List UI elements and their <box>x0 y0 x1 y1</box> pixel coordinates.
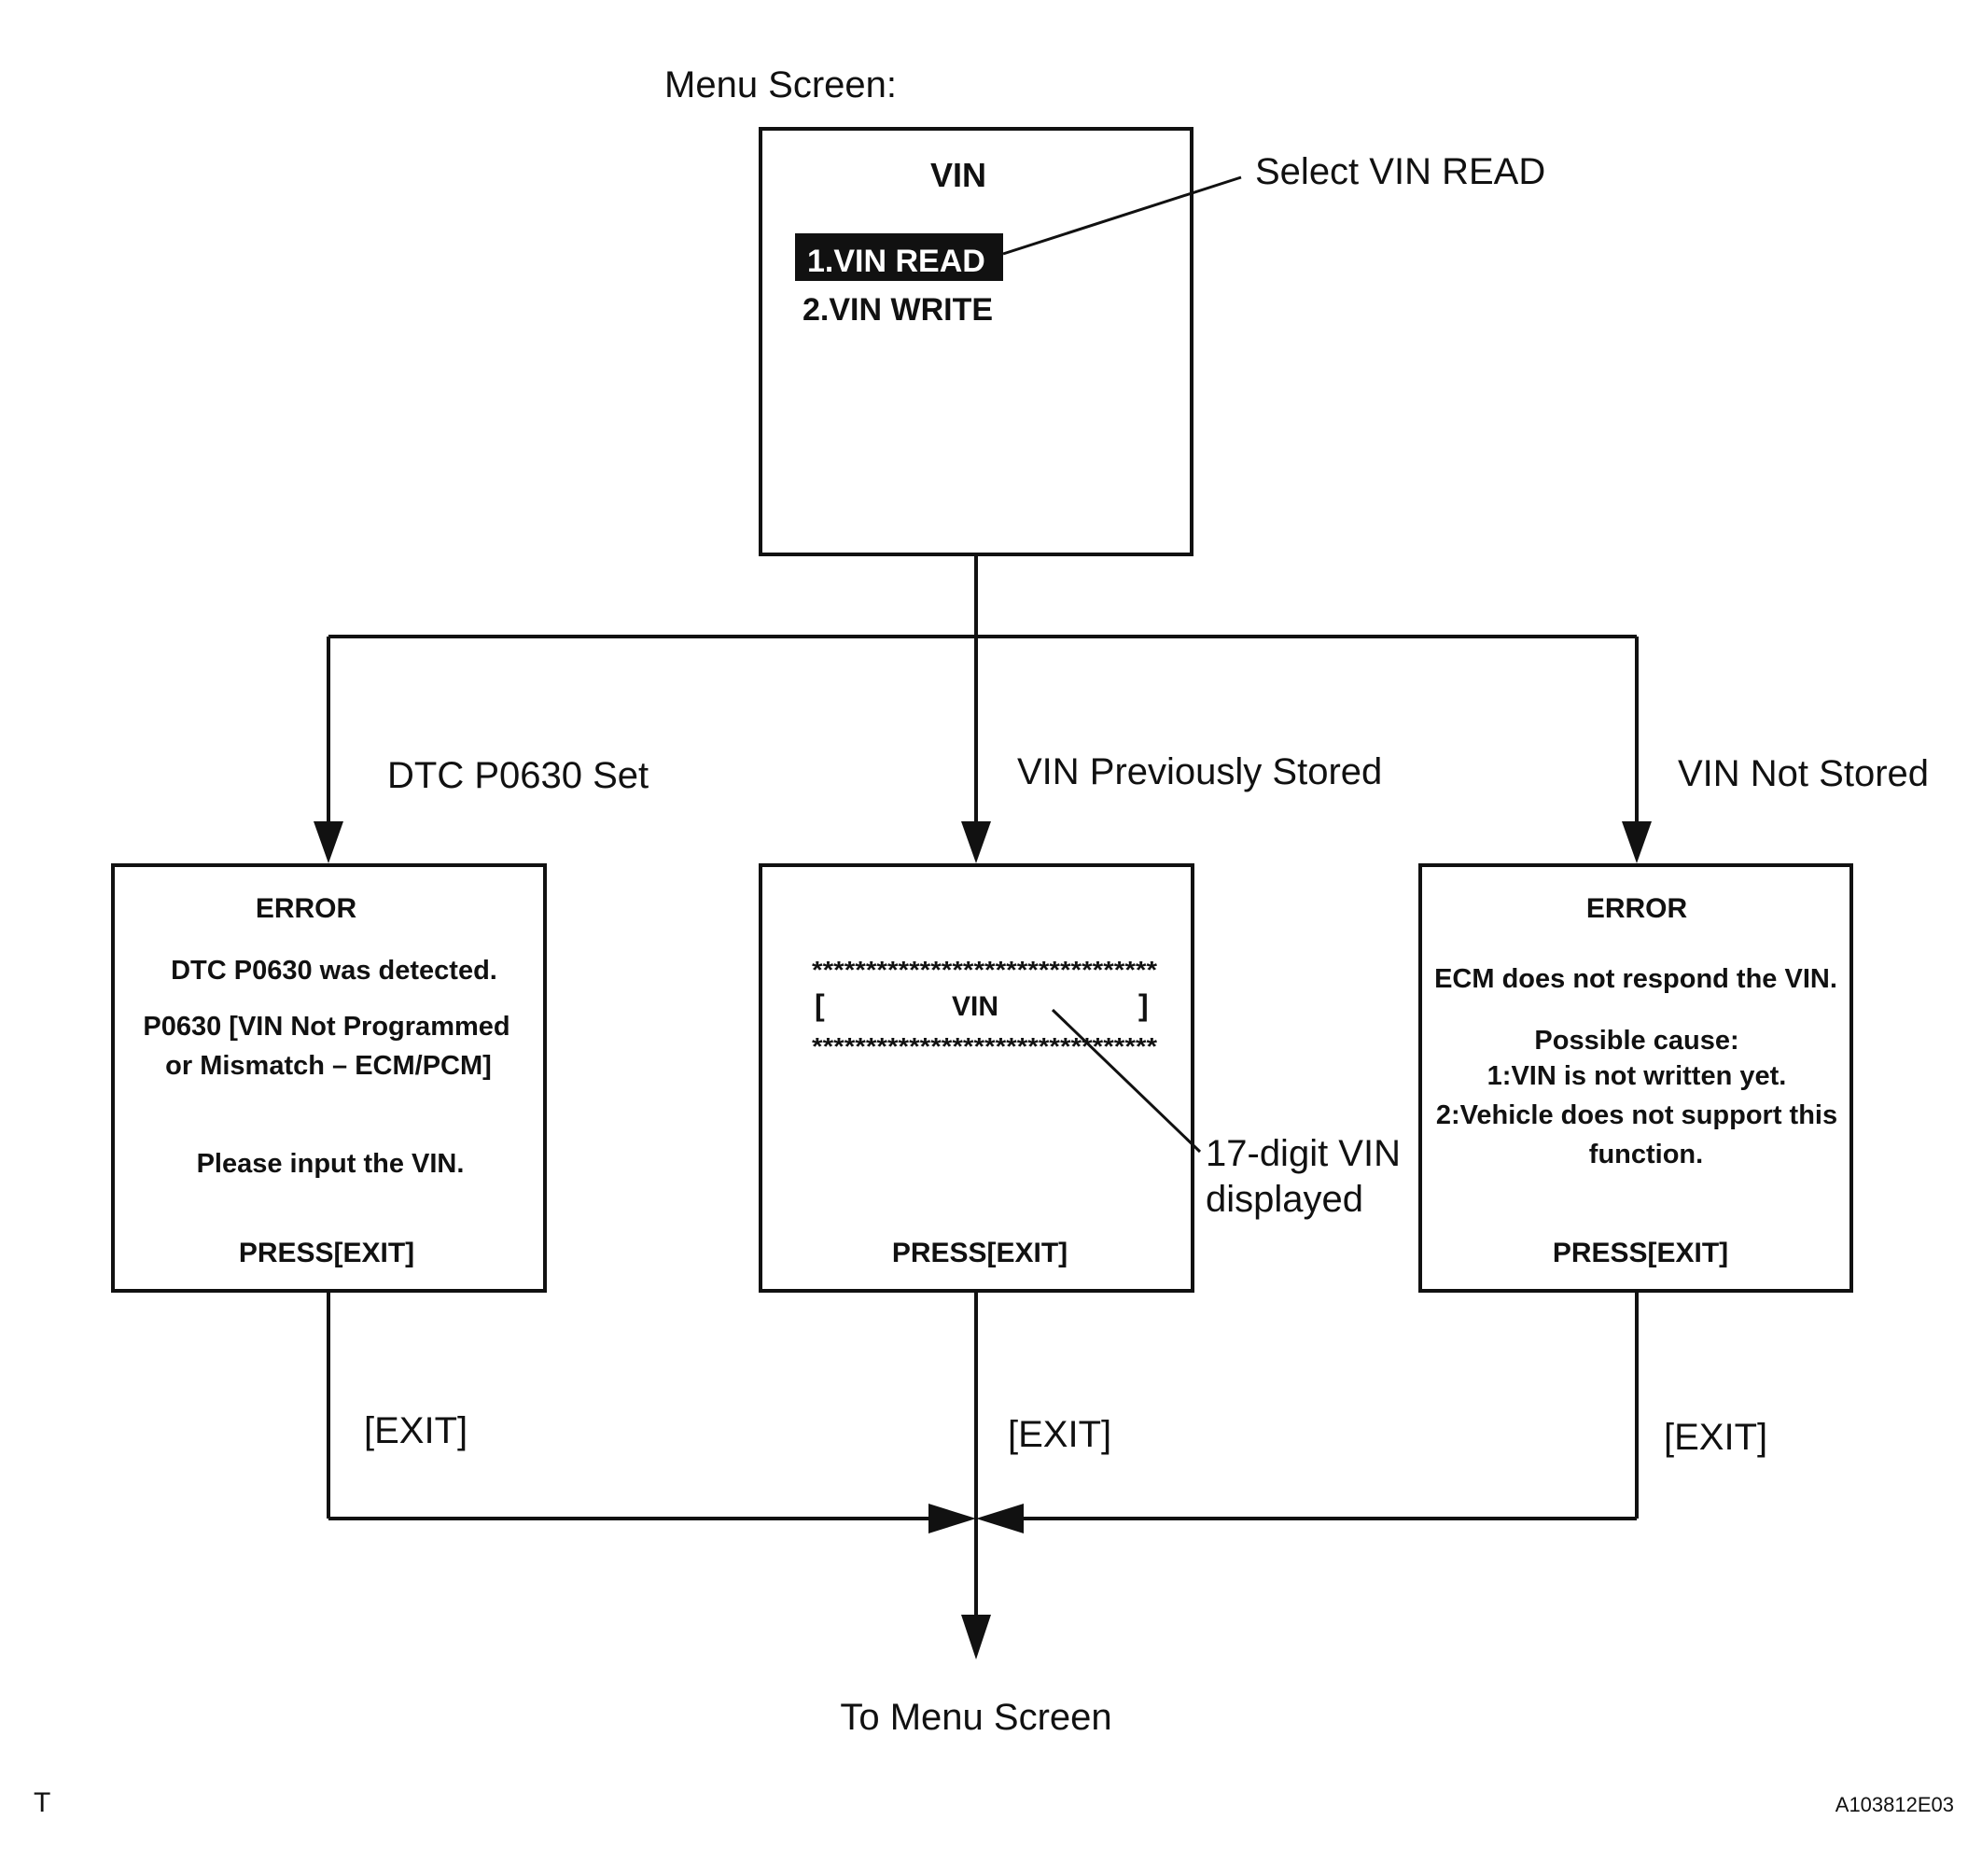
figure-code: A103812E03 <box>1835 1793 1954 1816</box>
left-error-line3: or Mismatch – ECM/PCM] <box>165 1051 492 1081</box>
left-error-screen <box>111 863 547 1293</box>
corner-mark: T <box>34 1787 50 1818</box>
menu-item-highlight <box>795 233 1003 281</box>
right-press-exit[interactable]: PRESS[EXIT] <box>1553 1238 1728 1268</box>
vin-star-row-bottom: ******************************** <box>812 1032 1158 1060</box>
arrow-to-middle-screen <box>961 821 991 863</box>
right-error-line3: 1:VIN is not written yet. <box>1487 1061 1787 1091</box>
menu-item-vin-read[interactable]: 1.VIN READ <box>807 244 985 279</box>
vin-callout-line <box>1051 1008 1202 1154</box>
left-error-line2: P0630 [VIN Not Programmed <box>143 1012 509 1042</box>
exit-label-right: [EXIT] <box>1664 1417 1767 1458</box>
vin-callout-line1: 17-digit VIN <box>1206 1133 1401 1174</box>
branch-label-middle: VIN Previously Stored <box>1017 751 1382 792</box>
arrow-return-right <box>976 1504 1024 1533</box>
menu-item-vin-write[interactable]: 2.VIN WRITE <box>803 292 993 328</box>
to-menu-screen-label: To Menu Screen <box>840 1697 1111 1738</box>
arrow-return-left <box>928 1504 976 1533</box>
right-error-title: ERROR <box>1586 893 1688 924</box>
select-callout-label: Select VIN READ <box>1255 151 1545 192</box>
right-error-line1: ECM does not respond the VIN. <box>1434 964 1837 994</box>
right-error-line2: Possible cause: <box>1534 1026 1738 1056</box>
arrow-to-right-screen <box>1622 821 1652 863</box>
vin-bracket-close: ] <box>1138 988 1149 1022</box>
vin-callout-line2: displayed <box>1206 1179 1363 1220</box>
right-error-line4: 2:Vehicle does not support this <box>1436 1100 1837 1130</box>
left-error-title: ERROR <box>256 893 357 924</box>
exit-label-left: [EXIT] <box>364 1410 468 1451</box>
vin-value: VIN <box>952 991 998 1022</box>
branch-label-left: DTC P0630 Set <box>387 755 649 796</box>
right-error-line5: function. <box>1589 1140 1703 1169</box>
vin-star-row-top: ******************************** <box>812 956 1158 984</box>
select-callout-line <box>1002 175 1242 256</box>
left-error-line1: DTC P0630 was detected. <box>171 956 497 986</box>
arrow-to-menu-screen <box>961 1615 991 1659</box>
menu-screen-title: VIN <box>930 156 986 194</box>
middle-press-exit[interactable]: PRESS[EXIT] <box>892 1238 1068 1268</box>
vin-bracket-open: [ <box>815 988 825 1022</box>
branch-label-right: VIN Not Stored <box>1678 753 1929 794</box>
middle-vin-screen <box>759 863 1194 1293</box>
exit-label-middle: [EXIT] <box>1008 1414 1111 1455</box>
menu-screen-box <box>759 127 1193 556</box>
menu-caption: Menu Screen: <box>664 64 897 105</box>
left-press-exit[interactable]: PRESS[EXIT] <box>239 1238 414 1268</box>
arrow-to-left-screen <box>314 821 343 863</box>
left-error-line4: Please input the VIN. <box>197 1149 465 1179</box>
